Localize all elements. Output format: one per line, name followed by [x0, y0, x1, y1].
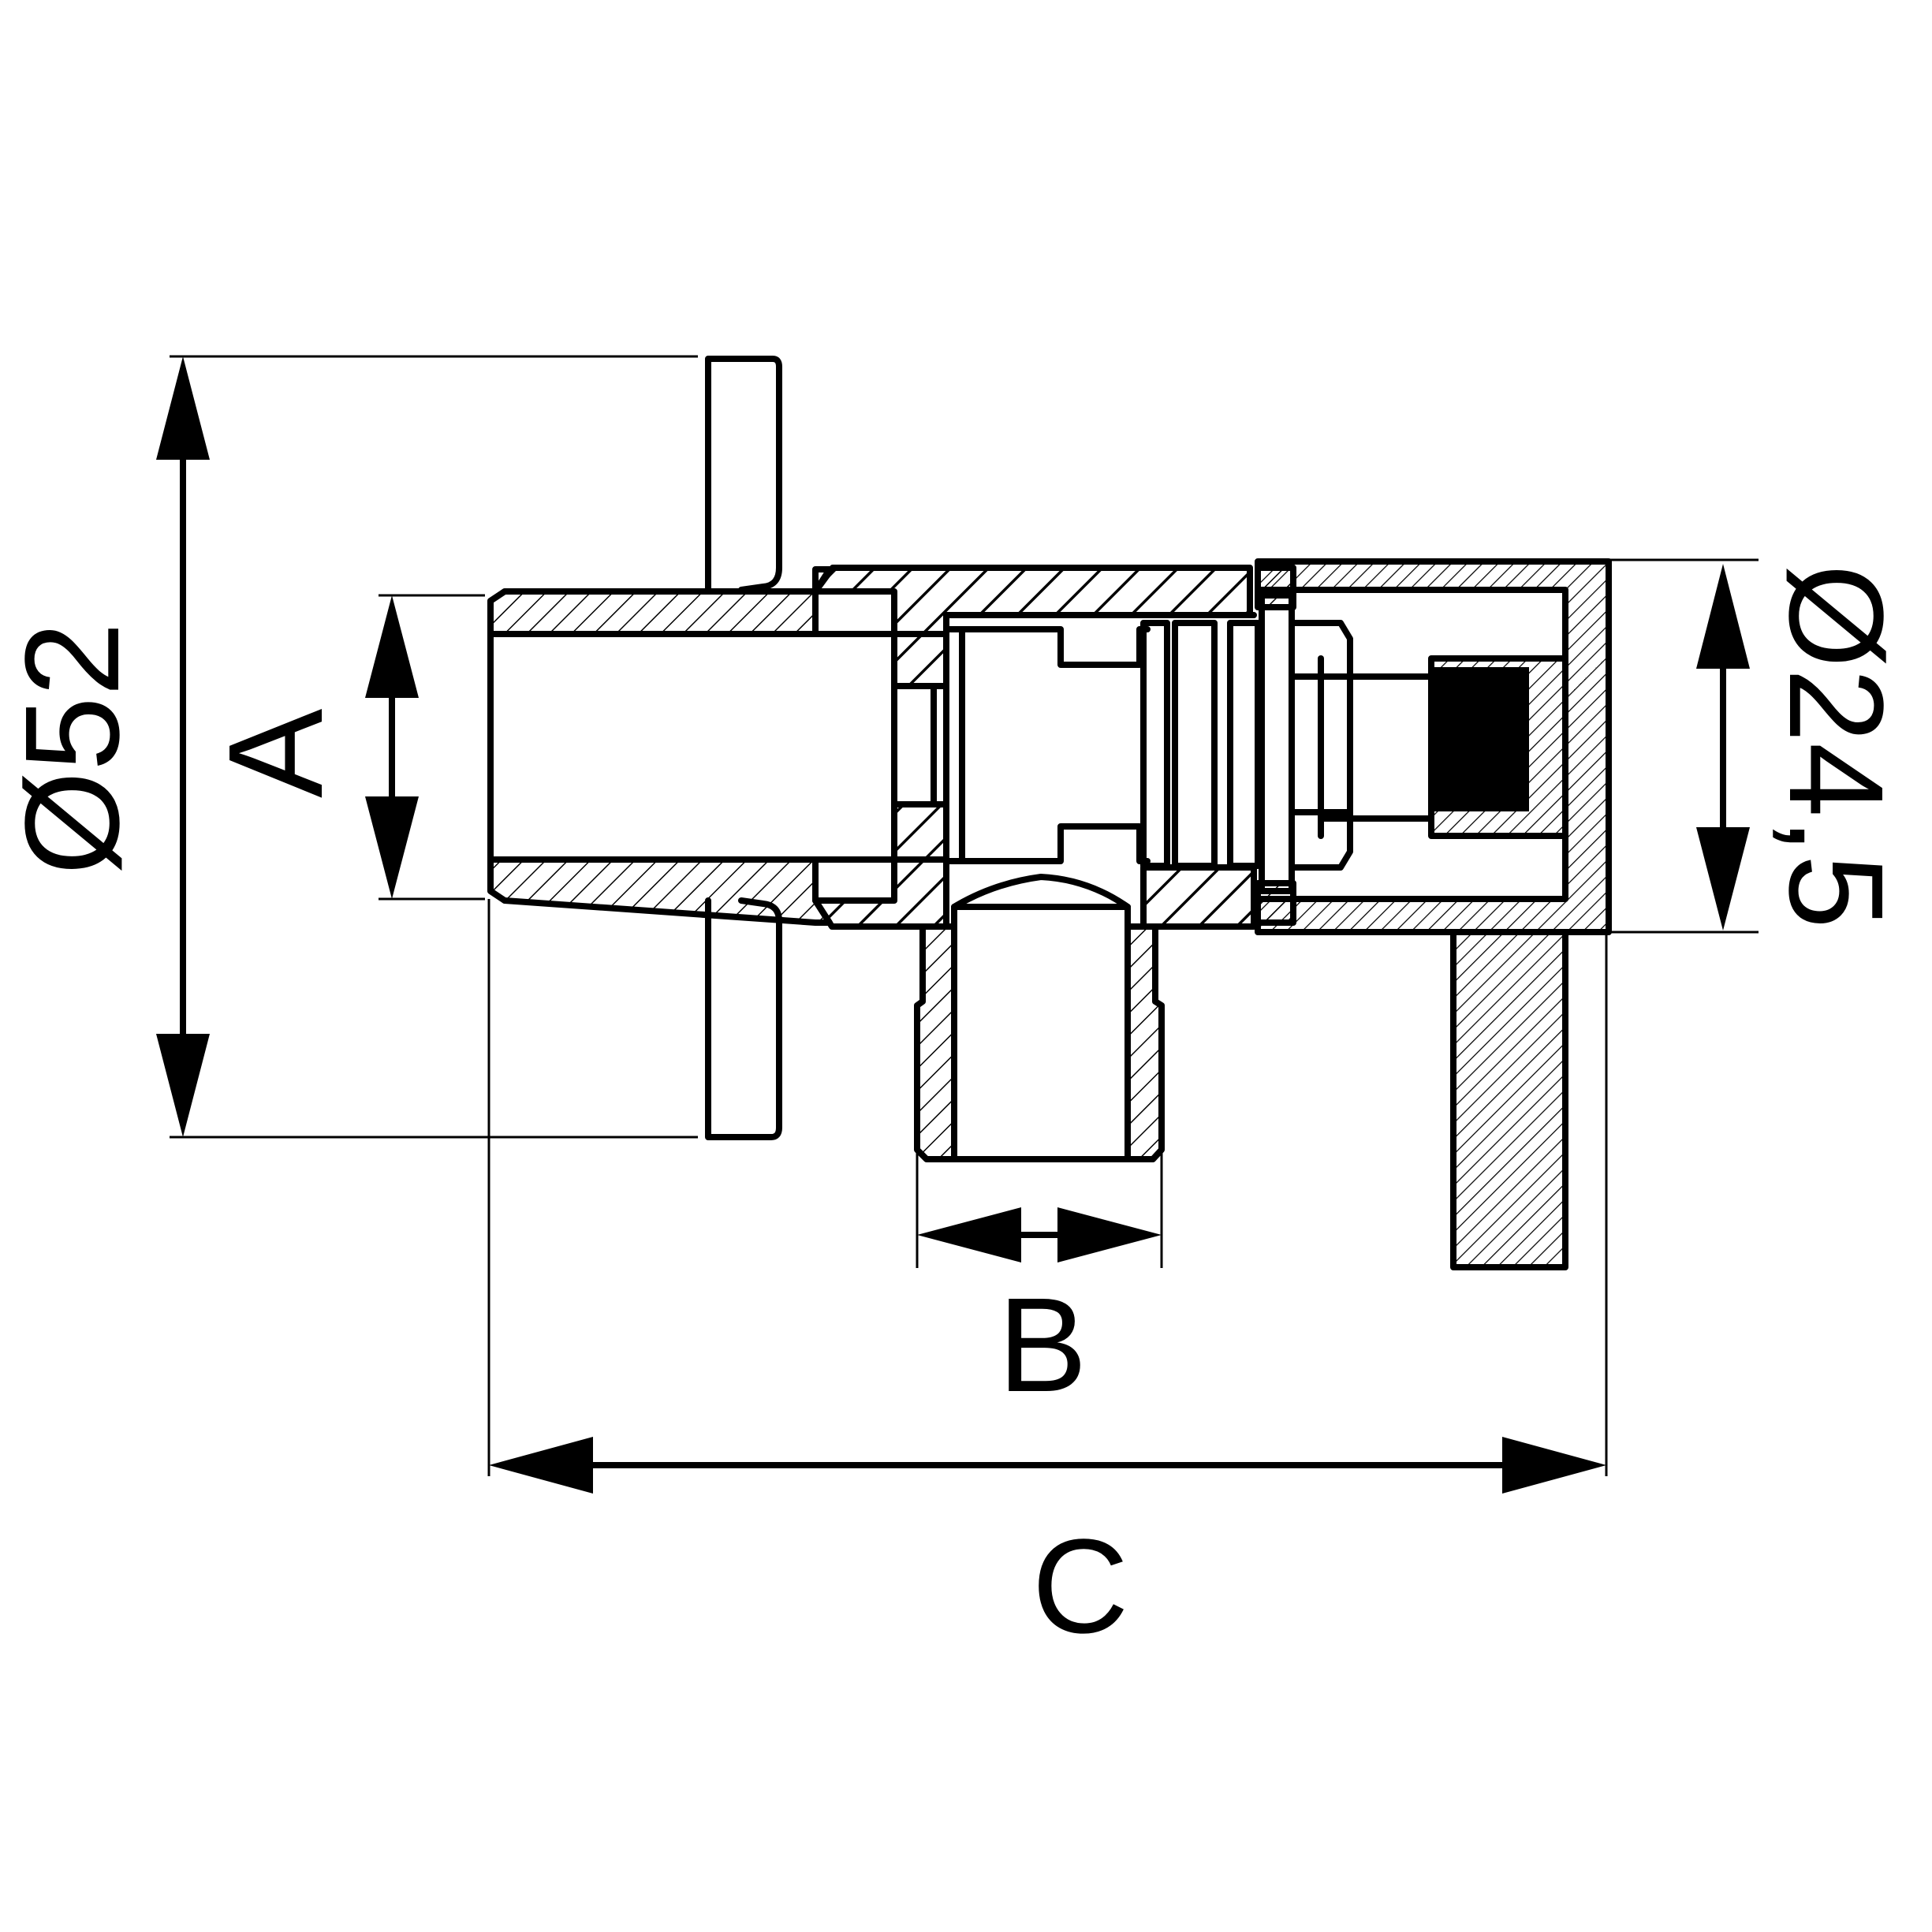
label-outer-diameter: Ø52 — [0, 622, 147, 875]
arrow-up-icon — [1696, 564, 1750, 669]
dimension-thread-a: A — [201, 595, 419, 899]
inlet-pipe — [487, 566, 897, 926]
outlet-branch — [914, 874, 1165, 1162]
label-flange-diameter: Ø24,5 — [1761, 564, 1911, 929]
cross-handle — [705, 356, 782, 1140]
arrow-down-icon — [1696, 827, 1750, 931]
label-length-c: C — [1032, 1512, 1129, 1662]
dimension-outer-diameter: Ø52 — [0, 356, 210, 1137]
arrow-right-icon — [1057, 1207, 1162, 1263]
extension-lines — [170, 355, 1759, 1476]
bonnet-nut — [1255, 565, 1353, 926]
arrow-left-icon — [917, 1207, 1021, 1263]
label-thread-b: B — [998, 1270, 1087, 1420]
head-cap — [1255, 558, 1612, 935]
arrow-up-icon — [365, 595, 419, 698]
dimension-thread-b: B — [917, 1207, 1162, 1420]
dimension-length-c: C — [489, 1437, 1606, 1662]
valve-body — [812, 565, 1261, 930]
arrow-left-icon — [489, 1437, 593, 1494]
arrow-down-icon — [365, 796, 419, 899]
label-thread-a: A — [201, 708, 351, 798]
arrow-right-icon — [1502, 1437, 1606, 1494]
lever-handle — [1450, 929, 1568, 1270]
arrow-up-icon — [156, 356, 210, 460]
dimension-flange-diameter: Ø24,5 — [1696, 564, 1911, 931]
stem-block — [1428, 667, 1529, 811]
arrow-down-icon — [156, 1034, 210, 1137]
